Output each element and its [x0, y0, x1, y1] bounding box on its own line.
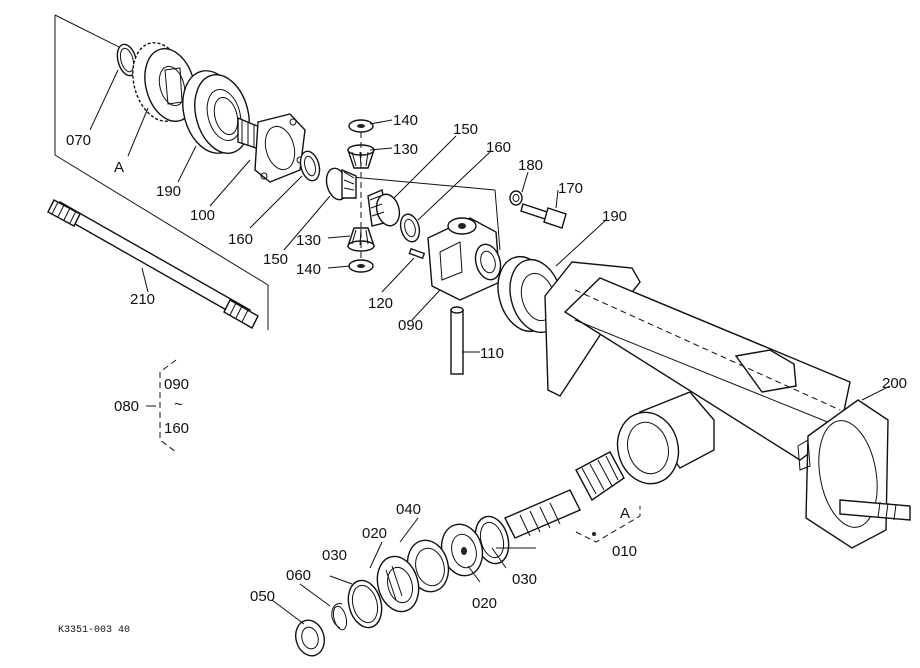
- part-pinion-130-top: [347, 144, 375, 169]
- legend-to-label: 160: [164, 420, 189, 437]
- label-060: 060: [286, 567, 311, 584]
- label-120: 120: [368, 295, 393, 312]
- legend-parent-label: 080: [114, 398, 139, 415]
- legend-from-label: 090: [164, 376, 189, 393]
- part-nut-050: [294, 619, 326, 657]
- leader-lines: [89, 69, 891, 625]
- label-030-top: 030: [322, 547, 347, 564]
- label-200: 200: [882, 375, 907, 392]
- label-140-top: 140: [393, 112, 418, 129]
- label-150-left: 150: [263, 251, 288, 268]
- label-140-bottom: 140: [296, 261, 321, 278]
- part-ring-030-top: [347, 579, 383, 629]
- part-bearing-020-top: [376, 555, 420, 613]
- part-shaft-110: [450, 306, 464, 375]
- label-160-left: 160: [228, 231, 253, 248]
- label-170: 170: [558, 180, 583, 197]
- label-190-right: 190: [602, 208, 627, 225]
- part-ring-160-left: [299, 150, 321, 182]
- label-A-bottom: A: [620, 505, 630, 522]
- part-bearing-190-left: [182, 70, 250, 154]
- label-160-top: 160: [486, 139, 511, 156]
- part-axle-shaft-210: [47, 199, 259, 329]
- drawing-code: K3351-003 40: [58, 625, 130, 636]
- label-050: 050: [250, 588, 275, 605]
- legend-tilde: ~: [174, 396, 183, 413]
- bracket-010: [575, 506, 641, 543]
- label-210: 210: [130, 291, 155, 308]
- label-030-right: 030: [512, 571, 537, 588]
- part-snap-ring-060: [331, 603, 348, 631]
- label-090: 090: [398, 317, 423, 334]
- part-diff-case-090: [427, 217, 502, 301]
- part-washer-180: [509, 190, 523, 206]
- label-150-top: 150: [453, 121, 478, 138]
- label-020-top: 020: [362, 525, 387, 542]
- label-180: 180: [518, 157, 543, 174]
- set-legend: 080 090 ~ 160: [114, 359, 189, 453]
- label-100: 100: [190, 207, 215, 224]
- part-washer-140-top: [348, 119, 374, 133]
- part-washer-140-bottom: [348, 259, 374, 273]
- part-ring-160-right: [399, 213, 421, 243]
- label-020-bottom: 020: [472, 595, 497, 612]
- label-130-bottom: 130: [296, 232, 321, 249]
- label-190-left: 190: [156, 183, 181, 200]
- part-carrier-sleeve: [616, 391, 715, 485]
- part-labels: 070 A 190 100 160 150 130 140 140 130 15…: [66, 112, 907, 612]
- label-110: 110: [480, 345, 504, 362]
- label-040: 040: [396, 501, 421, 518]
- part-pin-120: [408, 247, 426, 260]
- part-side-gear-150-left: [325, 167, 357, 201]
- part-side-gear-150-right: [367, 189, 401, 227]
- label-010: 010: [612, 543, 637, 560]
- label-130-top: 130: [393, 141, 418, 158]
- part-flange-100: [237, 113, 306, 183]
- part-bolt-170: [520, 203, 567, 229]
- label-A-top: A: [114, 159, 124, 176]
- part-axle-housing-200: [544, 261, 911, 549]
- part-pinion-shaft-010: [504, 451, 625, 539]
- label-070: 070: [66, 132, 91, 149]
